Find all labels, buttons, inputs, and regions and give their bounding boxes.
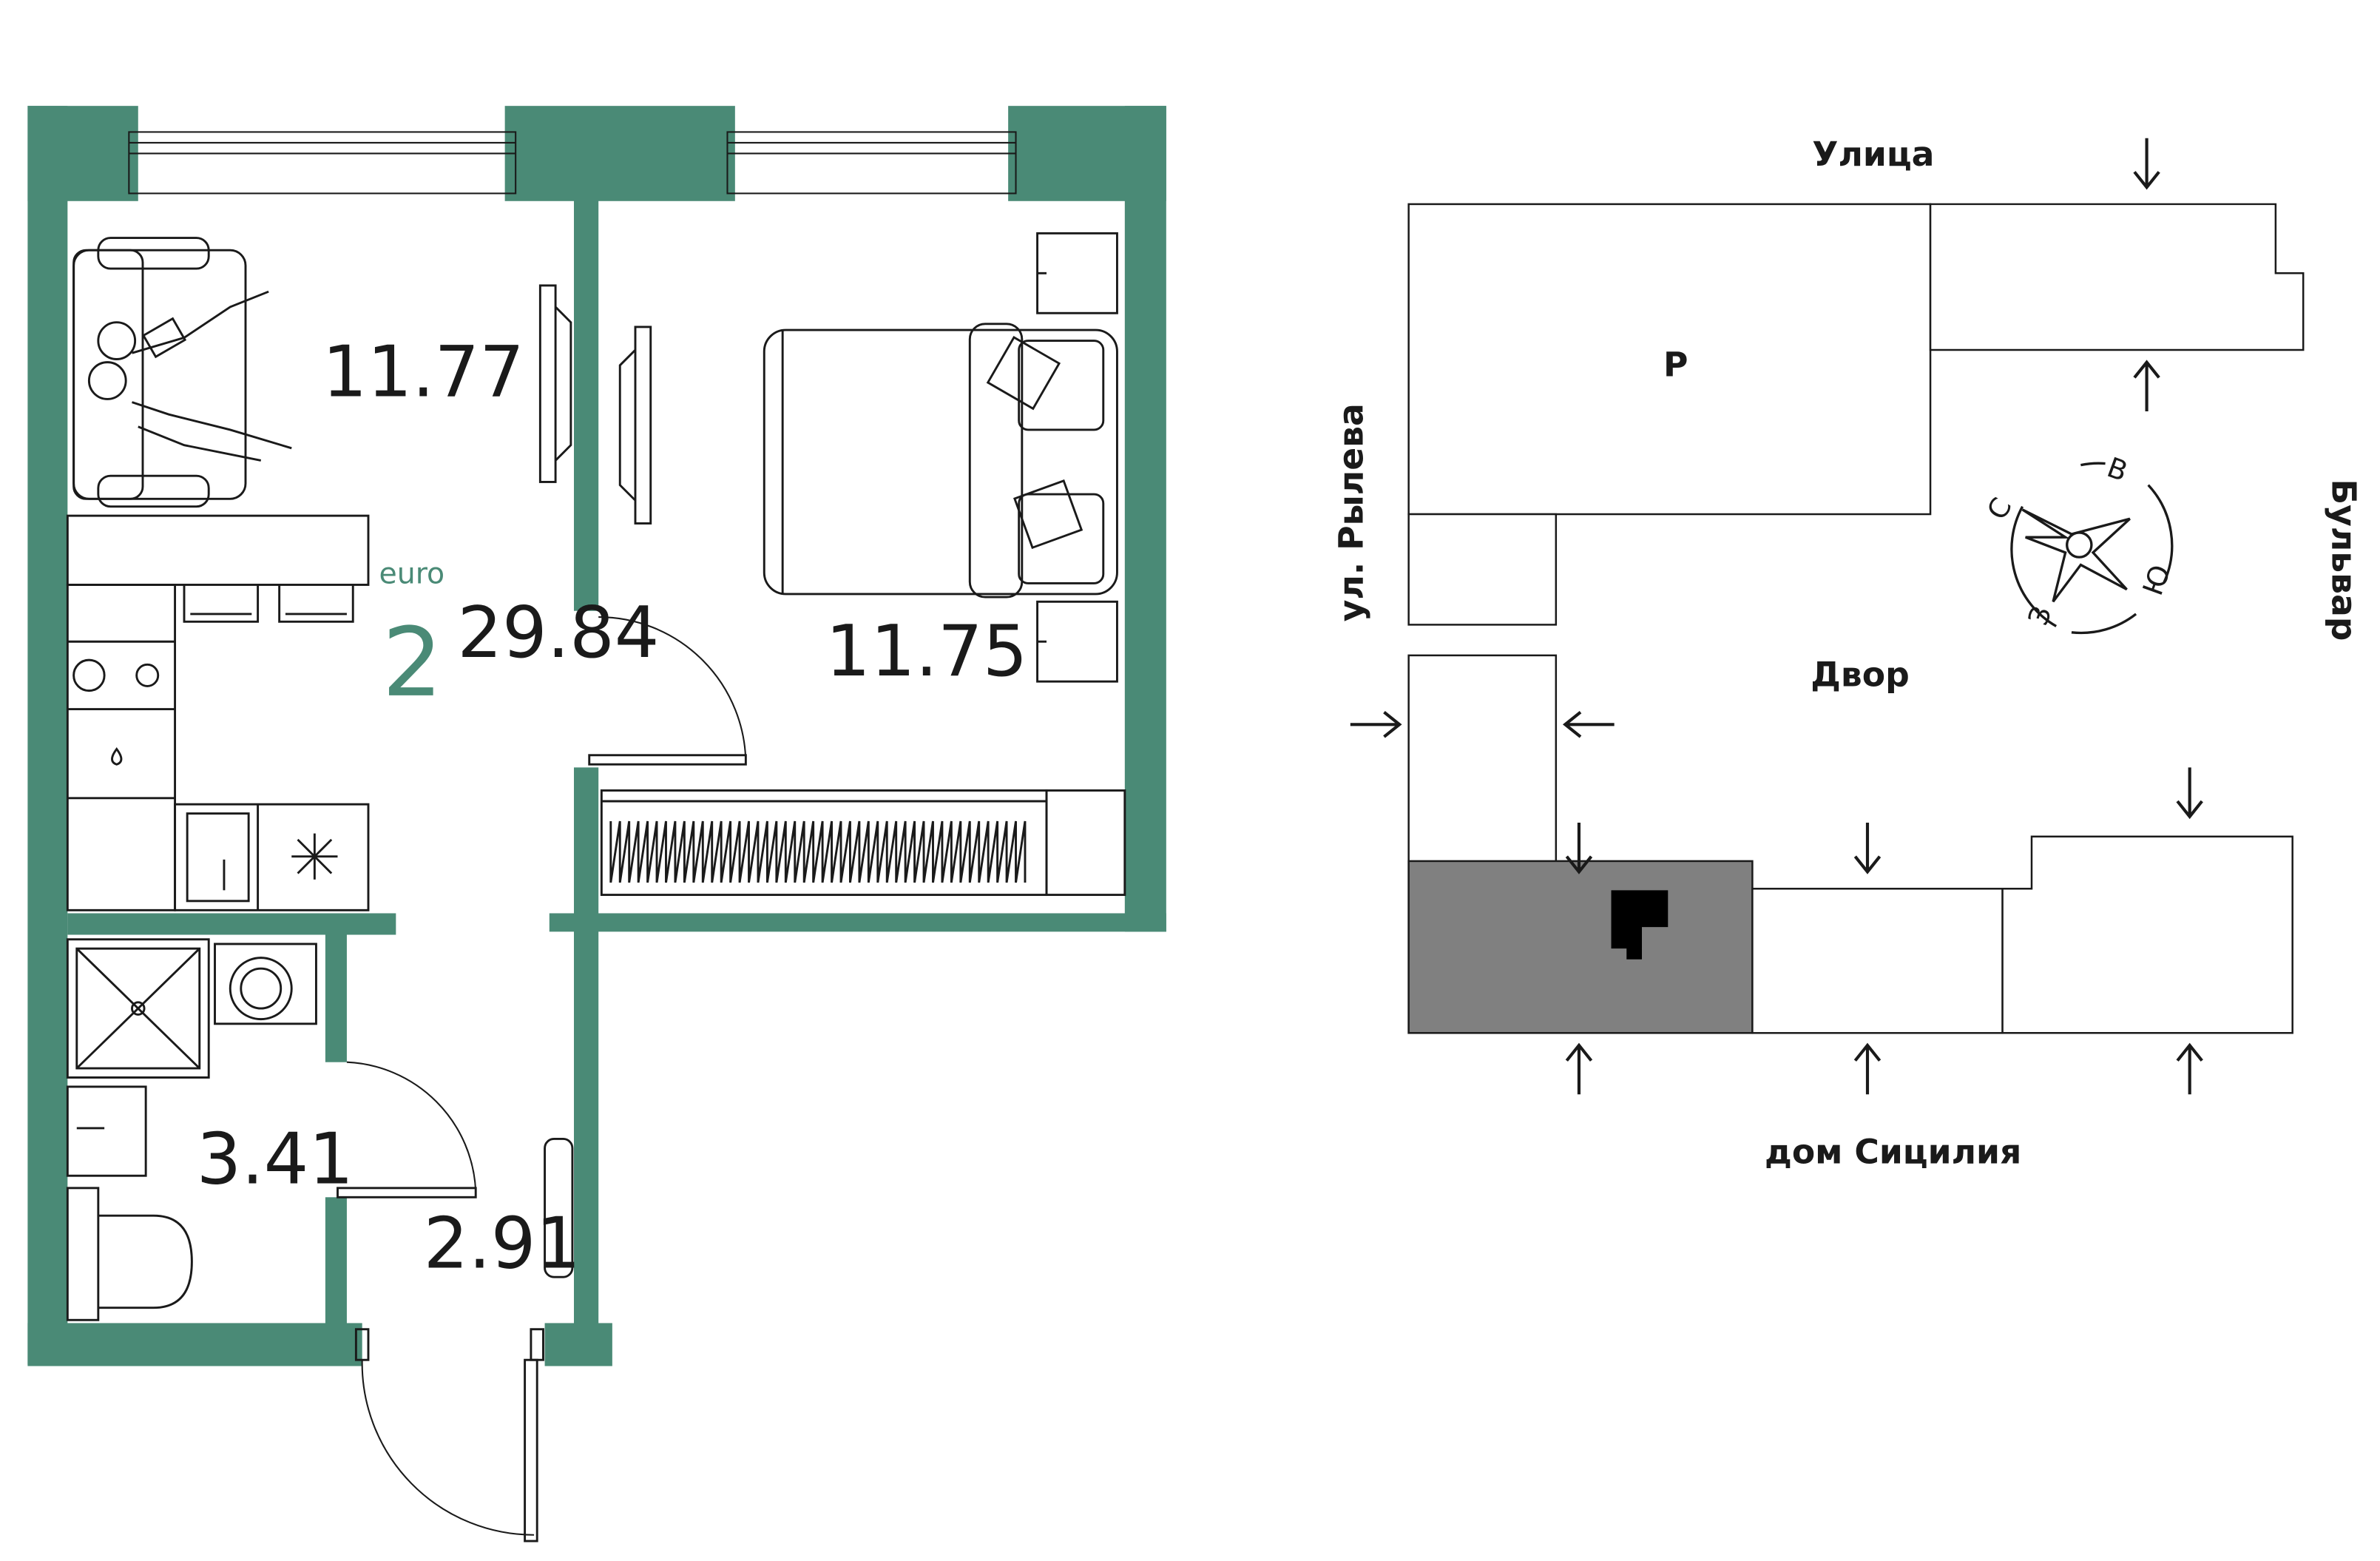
- living-room-area: 11.77: [322, 330, 524, 413]
- neighbor-bottom-label: дом Сицилия: [1765, 1133, 2021, 1172]
- compass-west: З: [2021, 601, 2058, 630]
- compass-north: С: [1981, 492, 2018, 525]
- courtyard-label: Двор: [1811, 655, 1910, 694]
- hallway-area: 2.91: [424, 1202, 581, 1285]
- apartment-plan: 11.77 11.75 3.41 2.91 29.84 euro 2: [27, 106, 1166, 1543]
- building-left-small: [1407, 513, 1558, 626]
- total-area: 29.84: [457, 591, 659, 674]
- building-bottom-right: [2001, 835, 2293, 1034]
- street-top-label: Улица: [1812, 135, 1934, 174]
- compass-east: В: [2103, 451, 2131, 488]
- euro-label: euro: [379, 556, 445, 590]
- sofa: [72, 237, 292, 508]
- street-right-label: Бульвар: [2325, 479, 2364, 641]
- walls: [27, 106, 1166, 1366]
- building-bottom-middle: [1751, 888, 2004, 1034]
- entrance-arrows: [1350, 138, 2203, 1095]
- windows: [128, 131, 1017, 195]
- bathroom-area: 3.41: [197, 1118, 354, 1201]
- site-plan: С В Ю З Улица Р Двор дом Сицилия ул. Рыл…: [1331, 135, 2363, 1172]
- building-p: [1407, 203, 1932, 516]
- compass-icon: [2010, 462, 2174, 635]
- apartment-location-marker: [1611, 890, 1669, 960]
- rooms-count: 2: [382, 608, 443, 718]
- snowflake-icon: [291, 833, 338, 880]
- building-current: [1407, 860, 1754, 1034]
- wardrobe-clothes: [609, 820, 1027, 883]
- furniture: [66, 232, 1126, 1543]
- bedroom-area: 11.75: [825, 610, 1027, 692]
- building-top-right: [1929, 203, 2305, 351]
- street-left-label: ул. Рылева: [1331, 403, 1370, 621]
- building-letter: Р: [1663, 345, 1688, 384]
